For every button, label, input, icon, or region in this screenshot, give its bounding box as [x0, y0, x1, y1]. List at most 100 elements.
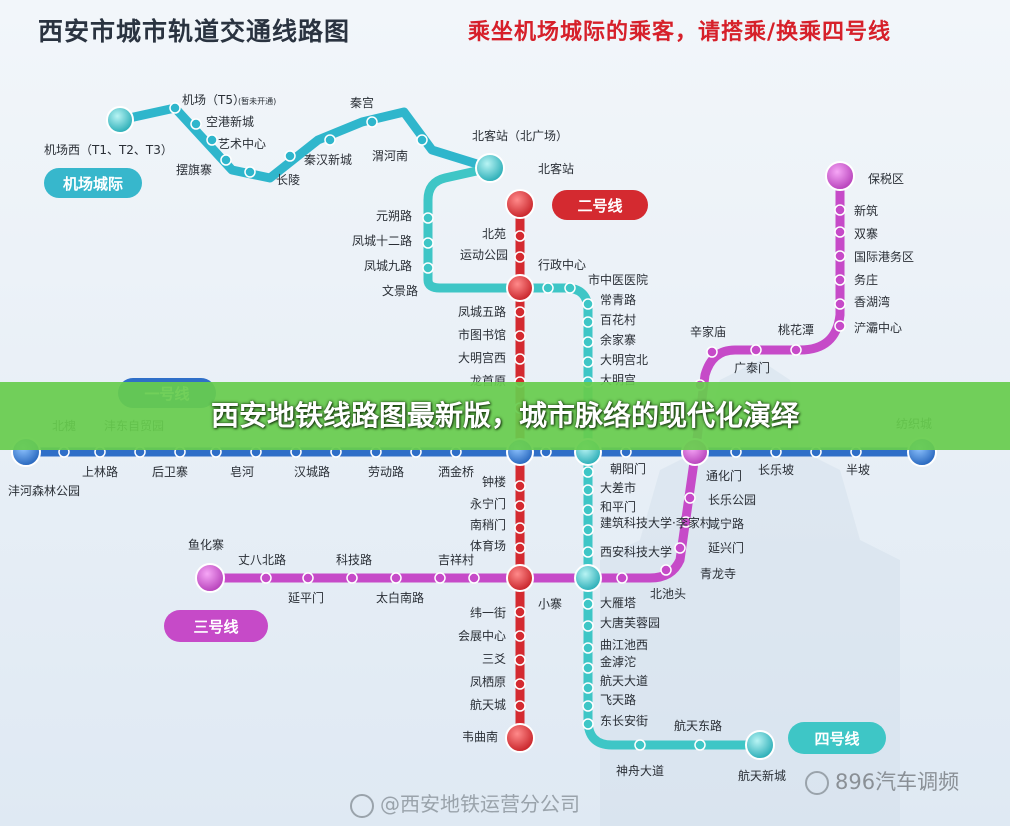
airport-stop-2	[206, 134, 218, 146]
station-feitianlu: 飞天路	[600, 692, 636, 707]
airport-stop-4	[244, 166, 256, 178]
line3-badge: 三号线	[164, 610, 268, 642]
station-qujiangchixi: 曲江池西	[600, 638, 648, 652]
station-changqing: 常青路	[600, 292, 636, 307]
line3-stop-1	[302, 572, 314, 584]
wechat-watermark: 896汽车调频	[805, 766, 959, 796]
line4-stop-23	[694, 739, 706, 751]
xiaozhai-transfer-node	[506, 564, 534, 592]
line3-stop-18	[834, 250, 846, 262]
line2-stop-15	[514, 700, 526, 712]
station-damingongbei: 大明宫北	[600, 352, 648, 367]
weibo-watermark-text: @西安地铁运营分公司	[380, 792, 580, 816]
line4-stop-10	[582, 466, 594, 478]
station-beichitou: 北池头	[650, 587, 686, 601]
station-chaoyangmen: 朝阳门	[610, 461, 646, 476]
line2-stop-4	[514, 353, 526, 365]
airport-stop-8	[416, 134, 428, 146]
line4-stop-12	[582, 504, 594, 516]
line4-stop-21	[582, 718, 594, 730]
station-baihuacun: 百花村	[600, 312, 636, 327]
landmark-silhouette	[600, 360, 900, 826]
station-airport-west: 机场西（T1、T2、T3）	[44, 143, 173, 157]
line2-stop-12	[514, 630, 526, 642]
line4-stop-15	[582, 598, 594, 610]
dayanta-transfer-node	[574, 564, 602, 592]
station-xinjiamiao: 辛家庙	[690, 324, 726, 339]
station-wenjing: 文景路	[382, 283, 418, 298]
headline-text: 西安地铁线路图最新版，城市脉络的现代化演绎	[210, 399, 799, 432]
airport-terminal-west	[106, 106, 134, 134]
station-beiyuan: 北苑	[482, 227, 506, 241]
line3-north-terminal	[825, 161, 855, 191]
station-changling: 长陵	[276, 173, 300, 187]
station-jinhutuo: 金滹沱	[600, 654, 636, 669]
line4-stop-13	[582, 524, 594, 536]
station-houweizhai: 后卫寨	[152, 464, 188, 479]
station-dayanta: 大雁塔	[600, 596, 636, 610]
wechat-watermark-text: 896汽车调频	[835, 770, 960, 794]
wechat-icon	[805, 771, 829, 795]
line3-stop-12	[706, 346, 718, 358]
station-taibainan: 太白南路	[376, 590, 424, 605]
station-hangtianxincheng: 航天新城	[738, 768, 786, 783]
station-qingong: 秦宫	[350, 95, 374, 110]
station-hanchenglu: 汉城路	[294, 464, 330, 479]
line3-stop-13	[750, 344, 762, 356]
line2-stop-1	[514, 251, 526, 263]
line3-stop-2	[346, 572, 358, 584]
station-tiyuchang: 体育场	[470, 538, 506, 553]
line4-stop-20	[582, 700, 594, 712]
line4-south-terminal	[745, 730, 775, 760]
line2-stop-10	[514, 542, 526, 554]
line3-west-terminal	[195, 563, 225, 593]
station-sajinqiao: 洒金桥	[438, 464, 474, 479]
station-yujiazhai: 余家寨	[600, 332, 636, 347]
station-airport-t5: 机场（T5）	[182, 93, 245, 107]
line3-stop-0	[260, 572, 272, 584]
line4-stop-22	[634, 739, 646, 751]
airport-stop-6	[324, 134, 336, 146]
line4-stop-8	[582, 356, 594, 368]
airport-stop-3	[220, 154, 232, 166]
station-beikezhan-square: 北客站（北广场）	[472, 128, 568, 143]
svg-text:二号线: 二号线	[577, 197, 622, 215]
xingzhengzhongxin-transfer-node	[506, 274, 534, 302]
station-wuzhuang: 务庄	[854, 272, 878, 287]
line3-stop-10	[684, 492, 696, 504]
station-kejilu: 科技路	[336, 552, 372, 567]
station-taohuatan: 桃花潭	[778, 322, 814, 337]
line3-stop-3	[390, 572, 402, 584]
line3-stop-19	[834, 226, 846, 238]
station-changlepo: 长乐坡	[758, 463, 794, 477]
line3-stop-14	[790, 344, 802, 356]
station-nanshaomen: 南稍门	[470, 517, 506, 532]
line4-stop-7	[582, 336, 594, 348]
station-weiqunan: 韦曲南	[462, 729, 498, 744]
line3-stop-6	[616, 572, 628, 584]
svg-text:四号线: 四号线	[814, 730, 859, 748]
line3-stop-5	[468, 572, 480, 584]
station-zhonglou: 钟楼	[482, 474, 506, 489]
station-xinzhu: 新筑	[854, 203, 878, 218]
station-yuanshuo: 元朔路	[376, 208, 412, 223]
airport-stop-7	[366, 116, 378, 128]
station-shuangzhai: 双寨	[854, 226, 878, 241]
station-art-center: 艺术中心	[218, 136, 266, 151]
airport-stop-1	[190, 118, 202, 130]
station-hangtiancheng: 航天城	[470, 697, 506, 712]
line2-badge: 二号线	[552, 190, 648, 220]
station-yundonggongyuan: 运动公园	[460, 248, 508, 262]
station-zaohe: 皂河	[230, 465, 254, 479]
svg-text:机场城际: 机场城际	[63, 175, 123, 193]
station-hepingmen: 和平门	[600, 499, 636, 514]
line2-stop-7	[514, 480, 526, 492]
line4-stop-2	[422, 262, 434, 274]
line3-stop-17	[834, 274, 846, 286]
station-yongningmen: 永宁门	[470, 496, 506, 511]
station-beikezhan: 北客站	[538, 161, 574, 176]
station-zhangbabei: 丈八北路	[238, 552, 286, 567]
station-weihenan: 渭河南	[372, 148, 408, 163]
station-xingzhengzhongxin: 行政中心	[538, 257, 586, 272]
